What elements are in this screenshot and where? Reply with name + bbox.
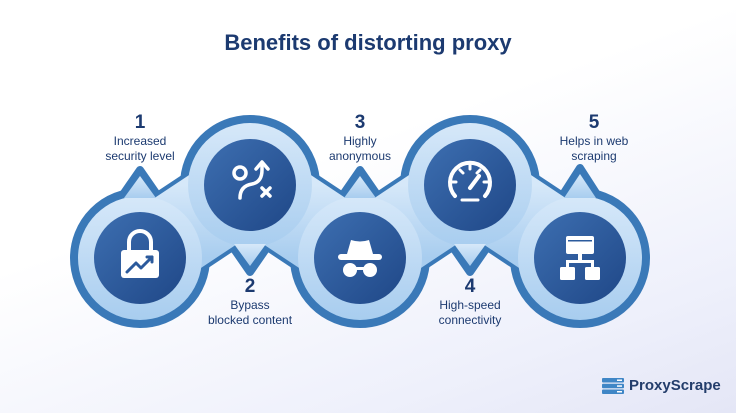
logo-text: ProxyScrape xyxy=(629,377,721,394)
benefit-number: 2 xyxy=(244,276,256,297)
benefit-number: 5 xyxy=(588,112,600,133)
benefit-number: 4 xyxy=(464,276,476,297)
benefit-number: 3 xyxy=(354,112,366,133)
benefit-5-label: 5 Helps in web scraping xyxy=(519,112,669,164)
benefit-text: scraping xyxy=(571,149,617,163)
benefit-text: Helps in web xyxy=(559,134,629,148)
benefit-3-label: 3 Highly anonymous xyxy=(285,112,435,164)
benefit-text: Highly xyxy=(343,134,377,148)
benefit-number: 1 xyxy=(134,112,146,133)
benefit-1-label: 1 Increased security level xyxy=(65,112,215,164)
benefit-text: connectivity xyxy=(438,313,502,327)
page-title: Benefits of distorting proxy xyxy=(224,30,512,55)
benefit-text: Bypass xyxy=(230,298,270,312)
benefit-text: Increased xyxy=(113,134,167,148)
benefit-text: High-speed xyxy=(439,298,501,312)
benefit-4-label: 4 High-speed connectivity xyxy=(395,276,545,328)
route-icon xyxy=(232,160,272,200)
benefit-text: blocked content xyxy=(207,313,293,327)
benefit-text: anonymous xyxy=(328,149,392,163)
lock-trend-icon xyxy=(121,229,159,278)
benefit-text: security level xyxy=(105,149,175,163)
speedometer-icon xyxy=(448,160,492,202)
benefit-2-label: 2 Bypass blocked content xyxy=(175,276,325,328)
proxyscrape-logo: ProxyScrape xyxy=(602,377,721,394)
server-stack-icon xyxy=(602,377,624,394)
incognito-icon xyxy=(338,240,382,277)
sitemap-icon xyxy=(560,236,600,280)
